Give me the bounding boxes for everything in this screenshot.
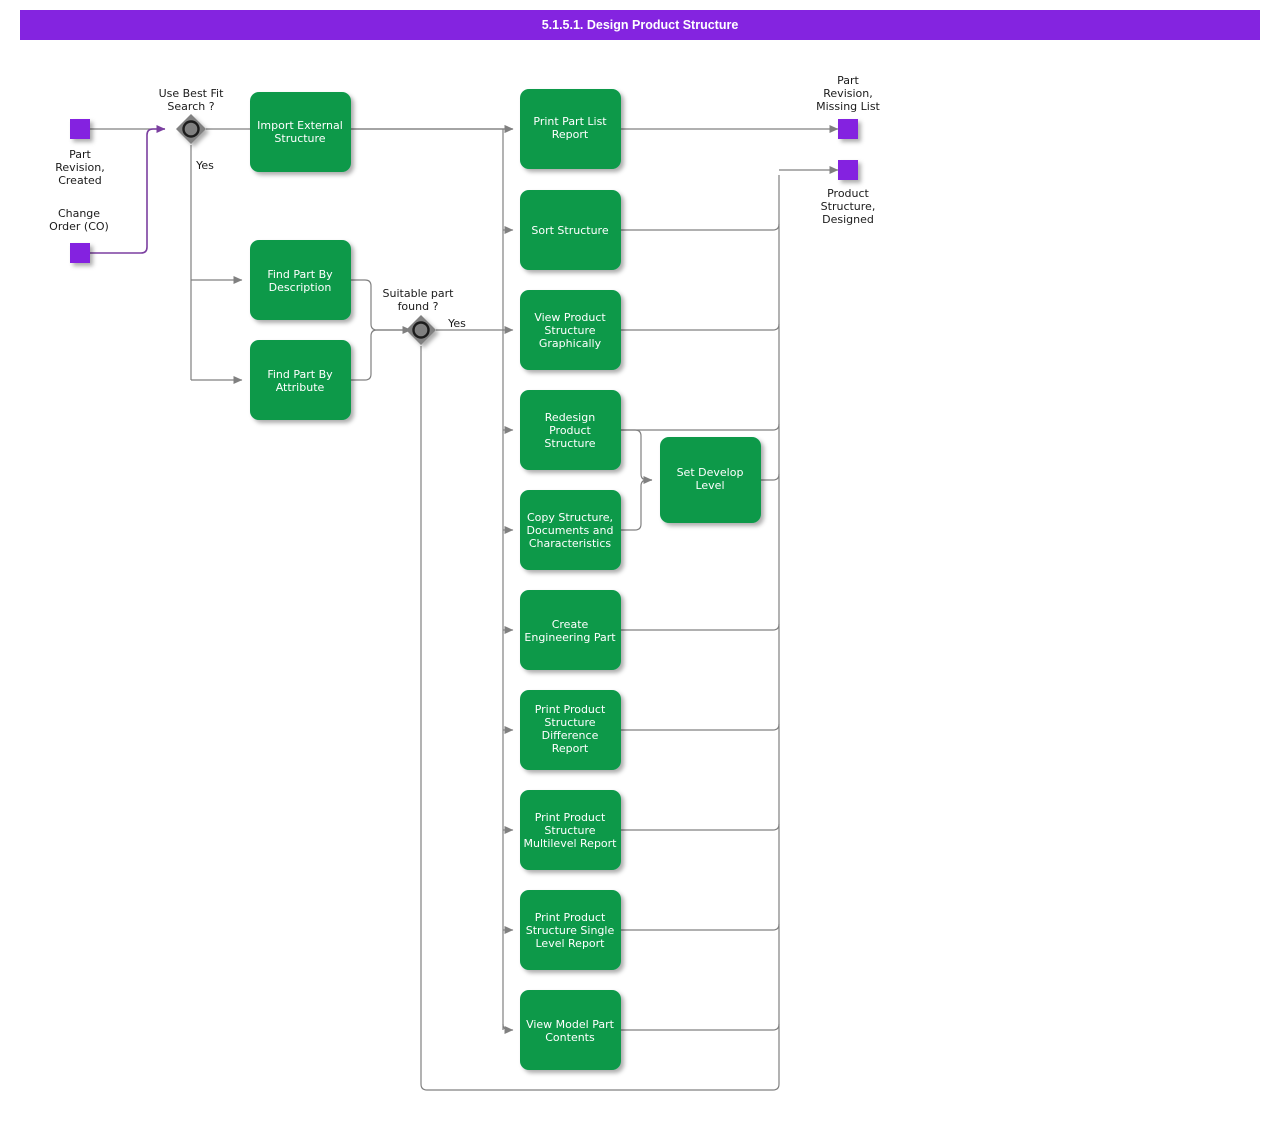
fn-create-engineering-part-label-1: Create [552,618,589,631]
fn-redesign-product-structure[interactable] [520,390,621,470]
fn-find-part-by-description-label-1: Find Part By [267,268,333,281]
event-layer [70,119,858,263]
flow-change-order-to-gate1 [90,125,166,254]
title-bar-background [20,10,1260,40]
fn-difference-report-label-1: Print Product [535,703,606,716]
gw-use-best-fit-search-yes-label: Yes [195,159,214,172]
fn-set-develop-level-label-1: Set Develop [677,466,744,479]
gw-suitable-part-found-yes-label: Yes [447,317,466,330]
fn-redesign-label-2: Product [549,424,591,437]
fn-difference-report-label-3: Difference [542,729,599,742]
fn-import-external-structure-label-1: Import External [257,119,343,132]
fn-single-level-report-label-3: Level Report [536,937,606,950]
ev-part-revision-created[interactable] [70,119,90,139]
fn-copy-structure-label-3: Characteristics [529,537,612,550]
fn-view-graphically-label-2: Structure [544,324,595,337]
function-layer [250,89,761,1070]
flow-create-engineering-part-to-right-trunk [621,623,780,631]
fn-view-model-part-contents[interactable] [520,990,621,1070]
flow-multilevel-report-to-right-trunk [621,823,780,831]
flow-difference-report-to-right-trunk [621,723,780,731]
fn-find-part-by-description-label-2: Description [269,281,332,294]
flow-trunk-to-view-model-part [502,1023,514,1034]
flow-bottom-loop-to-right-trunk [420,175,780,1091]
ev-part-revision-created-label-1: Part [69,148,91,161]
text-layer: 5.1.5.1. Design Product Structure Part R… [49,18,880,1044]
fn-view-graphically-label-3: Graphically [539,337,602,350]
fn-find-part-by-attribute-label-2: Attribute [276,381,325,394]
flow-redesign-to-right-trunk [621,423,780,431]
gw-use-best-fit-search-label-1: Use Best Fit [159,87,224,100]
ev-structure-designed-label-1: Product [827,187,869,200]
fn-find-part-by-attribute-label-1: Find Part By [267,368,333,381]
fn-find-part-by-attribute[interactable] [250,340,351,420]
ev-missing-list-label-1: Part [837,74,859,87]
flow-find-description-to-gate2 [351,279,412,334]
gw-suitable-part-found-label-1: Suitable part [383,287,455,300]
fn-view-graphically-label-1: View Product [534,311,606,324]
ev-part-revision-created-label-3: Created [58,174,102,187]
ev-missing-list-label-2: Revision, [823,87,872,100]
ev-product-structure-designed[interactable] [838,160,858,180]
gw-suitable-part-found[interactable] [404,313,438,347]
connector-layer [90,125,839,1091]
flow-sort-structure-to-right-trunk [621,223,780,231]
fn-create-engineering-part[interactable] [520,590,621,670]
flow-single-level-report-to-right-trunk [621,923,780,931]
ev-part-revision-created-label-2: Revision, [55,161,104,174]
fn-print-product-structure-single-level-report[interactable] [520,890,621,970]
flow-find-attribute-to-gate2 [351,329,411,381]
fn-print-product-structure-difference-report[interactable] [520,690,621,770]
flow-redesign-to-set-develop-level [621,429,653,484]
flow-view-model-part-to-right-trunk [621,1023,780,1031]
fn-set-develop-level[interactable] [660,437,761,523]
ev-missing-list-label-3: Missing List [816,100,880,113]
fn-redesign-label-1: Redesign [545,411,595,424]
fn-view-model-part-label-1: View Model Part [526,1018,615,1031]
fn-print-part-list-report[interactable] [520,89,621,169]
fn-sort-structure[interactable] [520,190,621,270]
fn-print-part-list-report-label-1: Print Part List [533,115,607,128]
fn-multilevel-report-label-3: Multilevel Report [523,837,617,850]
fn-find-part-by-description[interactable] [250,240,351,320]
flow-copy-structure-to-set-develop-level [621,479,652,531]
fn-view-product-structure-graphically[interactable] [520,290,621,370]
fn-import-external-structure-label-2: Structure [274,132,325,145]
fn-create-engineering-part-label-2: Engineering Part [524,631,616,644]
ev-change-order-co[interactable] [70,243,90,263]
ev-part-revision-missing-list[interactable] [838,119,858,139]
gw-use-best-fit-search-label-2: Search ? [167,100,214,113]
fn-multilevel-report-label-1: Print Product [535,811,606,824]
fn-view-model-part-label-2: Contents [545,1031,595,1044]
fn-multilevel-report-label-2: Structure [544,824,595,837]
flow-set-develop-level-to-right-trunk [761,473,780,481]
event-connector-layer [90,125,166,254]
fn-copy-structure-label-1: Copy Structure, [527,511,613,524]
fn-import-external-structure[interactable] [250,92,351,172]
fn-redesign-label-3: Structure [544,437,595,450]
fn-set-develop-level-label-2: Level [695,479,724,492]
fn-print-product-structure-multilevel-report[interactable] [520,790,621,870]
fn-single-level-report-label-2: Structure Single [526,924,615,937]
fn-print-part-list-report-label-2: Report [552,128,589,141]
page-title: 5.1.5.1. Design Product Structure [542,18,739,32]
ev-structure-designed-label-3: Designed [822,213,874,226]
fn-difference-report-label-2: Structure [544,716,595,729]
fn-sort-structure-label-1: Sort Structure [531,224,608,237]
fn-copy-structure-documents-and-characteristics[interactable] [520,490,621,570]
fn-difference-report-label-4: Report [552,742,589,755]
fn-single-level-report-label-1: Print Product [535,911,606,924]
gw-use-best-fit-search[interactable] [174,112,208,146]
flow-view-graphically-to-right-trunk [621,323,780,331]
ev-change-order-label-1: Change [58,207,100,220]
ev-structure-designed-label-2: Structure, [821,200,876,213]
gw-suitable-part-found-label-2: found ? [398,300,439,313]
ev-change-order-label-2: Order (CO) [49,220,109,233]
fn-copy-structure-label-2: Documents and [527,524,614,537]
